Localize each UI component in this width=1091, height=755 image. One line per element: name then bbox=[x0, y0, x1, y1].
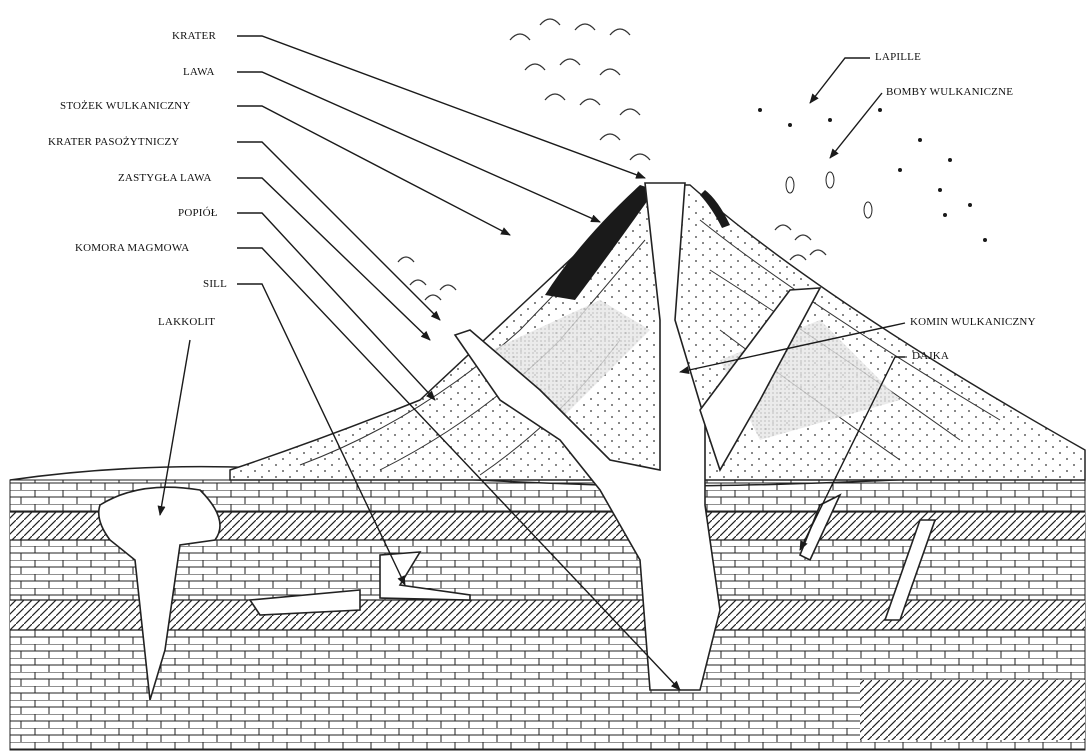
label-sill: SILL bbox=[203, 278, 227, 290]
label-dajka: DAJKA bbox=[912, 350, 949, 362]
label-stozek: STOŻEK WULKANICZNY bbox=[60, 100, 191, 112]
label-lawa: LAWA bbox=[183, 66, 215, 78]
arrow-bomby bbox=[830, 93, 882, 158]
label-popiol: POPIÓŁ bbox=[178, 207, 218, 219]
arrow-popiol bbox=[237, 213, 435, 400]
label-komin: KOMIN WULKANICZNY bbox=[910, 316, 1036, 328]
arrow-lapille bbox=[810, 58, 870, 103]
label-bomby: BOMBY WULKANICZNE bbox=[886, 86, 1013, 98]
label-lakkolit: LAKKOLIT bbox=[158, 316, 215, 328]
ejecta bbox=[758, 108, 987, 242]
label-komora: KOMORA MAGMOWA bbox=[75, 242, 189, 254]
arrow-krater-pasozytniczy bbox=[237, 142, 440, 320]
arrow-stozek bbox=[237, 106, 510, 235]
label-lapille: LAPILLE bbox=[875, 51, 921, 63]
label-krater-pasozytniczy: KRATER PASOŻYTNICZY bbox=[48, 136, 179, 148]
label-krater: KRATER bbox=[172, 30, 216, 42]
arrow-krater bbox=[237, 36, 645, 178]
label-zastygla-lawa: ZASTYGŁA LAWA bbox=[118, 172, 212, 184]
